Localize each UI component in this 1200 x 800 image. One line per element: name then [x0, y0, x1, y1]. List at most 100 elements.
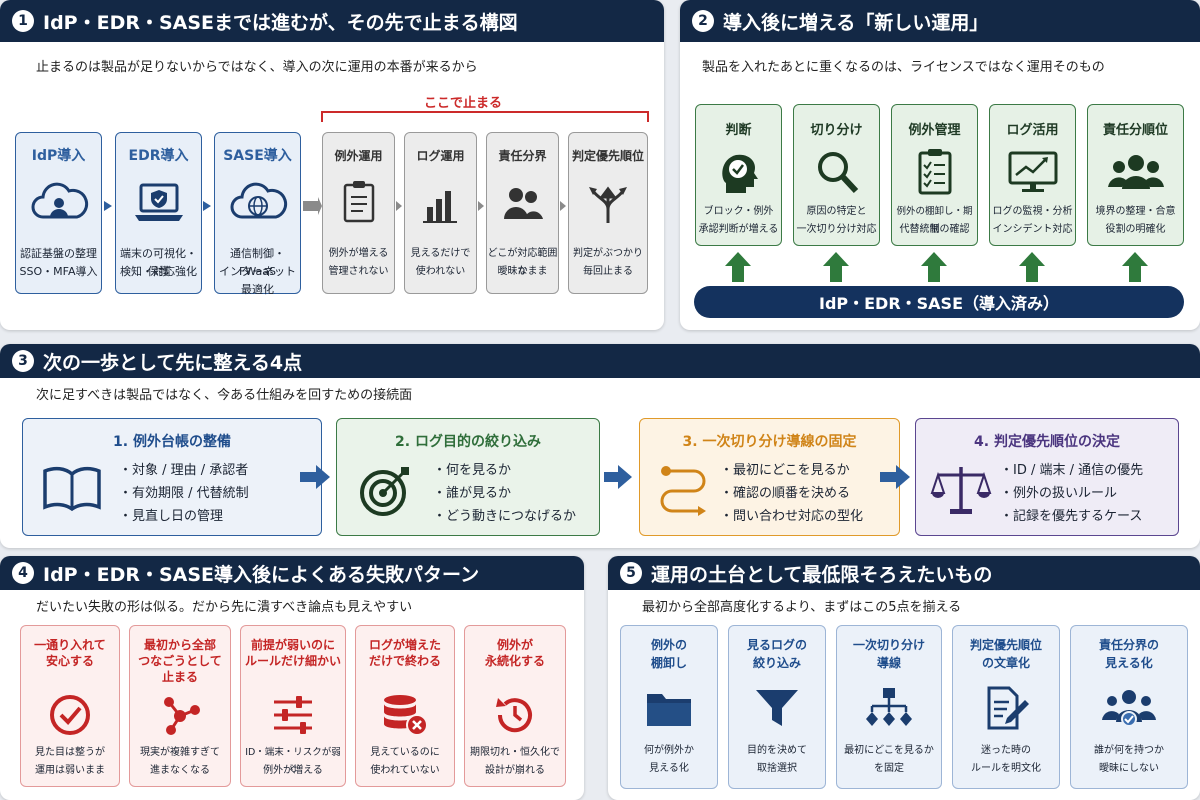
panel-1-subtitle: 止まるのは製品が足りないからではなく、導入の次に運用の本番が来るから — [36, 60, 478, 75]
checklist-icon — [918, 149, 951, 195]
failure-card-desc-2: 進まなくなる — [150, 765, 210, 776]
judgement-desc-1: ブロック・例外 — [703, 206, 774, 217]
failure-card-title-2: 安心する — [45, 654, 94, 668]
list-item: 誰が見るか — [433, 482, 576, 505]
folder-icon — [647, 694, 691, 726]
target-icon — [360, 467, 409, 516]
foundation-card-desc-1: 最初にどこを見るか — [844, 745, 934, 756]
exception-ops-box: 例外運用 例外が増える 管理されない — [322, 132, 395, 294]
failure-card: 例外が 永続化する 期限切れ・恒久化で 設計が崩れる — [464, 625, 566, 787]
log-ops-title: ログ運用 — [416, 149, 465, 163]
foundation-card-title-2: 導線 — [876, 656, 901, 670]
list-item: 見直し日の管理 — [119, 505, 249, 528]
arrow-up-icon — [921, 252, 947, 282]
log-ops-box: ログ運用 見えるだけで 使われない — [404, 132, 477, 294]
sase-title: SASE導入 — [223, 148, 292, 164]
arrow-right-icon — [303, 197, 322, 215]
list-item: 例外の扱いルール — [1000, 482, 1143, 505]
judgement-box: 判断 ブロック・例外 承認判断が増える — [695, 104, 782, 246]
funnel-icon — [756, 690, 798, 726]
scales-icon — [930, 467, 992, 514]
judgement-title: 判断 — [725, 123, 752, 138]
arrow-right-icon — [478, 201, 484, 211]
isolation-box: 切り分け 原因の特定と 一次切り分け対応 — [793, 104, 880, 246]
responsibility-order-box: 責任分順位 境界の整理・合意 役割の明確化 — [1087, 104, 1184, 246]
foundation-card-title-2: 絞り込み — [752, 656, 801, 670]
path-icon — [660, 466, 706, 516]
arrow-right-icon — [396, 201, 402, 211]
clipboard-icon — [343, 181, 374, 223]
arrow-right-icon — [560, 201, 566, 211]
clock-refresh-icon — [496, 698, 532, 733]
arrow-right-icon — [604, 465, 632, 489]
stop-label: ここで止まる — [424, 96, 503, 111]
failure-card-desc-2: 使われていない — [370, 765, 440, 776]
failure-card-title-1: 一通り入れて — [34, 638, 106, 652]
panel-3-title: 次の一歩として先に整える4点 — [43, 351, 303, 374]
foundation-card: 一次切り分け 導線 最初にどこを見るか を固定 — [836, 625, 942, 789]
list-item: 何を見るか — [433, 459, 576, 482]
foundation-card-title-1: 判定優先順位 — [969, 638, 1042, 652]
panel-5-subtitle: 最初から全部高度化するより、まずはこの5点を揃える — [642, 600, 962, 615]
idp-desc-1: 認証基盤の整理 — [20, 247, 97, 260]
failure-card: ログが増えた だけで終わる 見えているのに 使われていない — [355, 625, 455, 787]
section-number: 5 — [620, 562, 642, 584]
sase-box: SASE導入 通信制御・FWaaS インターネット最適化 — [214, 132, 301, 296]
failure-card-desc-1: 現実が複雑すぎて — [140, 747, 220, 758]
sase-desc-2: インターネット最適化 — [219, 265, 296, 296]
foundation-card-title-1: 責任分界の — [1098, 638, 1159, 652]
exception-mgmt-desc-1: 例外の棚卸し・期限 — [896, 206, 973, 235]
card-judgement-priority-title: 4. 判定優先順位の決定 — [974, 434, 1120, 450]
foundation-card: 責任分界の 見える化 誰が何を持つか 曖昧にしない — [1070, 625, 1188, 789]
failure-card-title-2: だけで終わる — [368, 654, 441, 668]
responsibility-order-title: 責任分順位 — [1102, 123, 1168, 138]
edr-title: EDR導入 — [128, 148, 189, 164]
log-use-desc-1: ログの監視・分析 — [992, 206, 1073, 217]
log-ops-desc-2: 使われない — [415, 266, 466, 277]
responsibility-box: 責任分界 どこが対応範囲か 曖昧なまま — [486, 132, 559, 294]
foundation-card-desc-2: 見える化 — [649, 763, 689, 774]
failure-card-title-1: 最初から全部 — [143, 638, 216, 652]
foundation-card-desc-2: を固定 — [874, 763, 904, 774]
failure-card-desc-1: 見た目は整うが — [35, 747, 105, 758]
panel-1-title: IdP・EDR・SASEまでは進むが、その先で止まる構図 — [43, 11, 518, 34]
idp-title: IdP導入 — [31, 148, 86, 164]
list-item: どう動きにつなげるか — [433, 505, 576, 528]
laptop-shield-icon — [134, 183, 183, 221]
arrow-right-icon — [880, 465, 910, 489]
responsibility-order-desc-1: 境界の整理・合意 — [1095, 206, 1176, 217]
isolation-desc-2: 一次切り分け対応 — [796, 224, 877, 235]
failure-card-title-1: 例外が — [496, 638, 533, 652]
failure-card-title-2: つなごうとして — [138, 654, 222, 668]
judgement-desc-2: 承認判断が増える — [698, 224, 779, 235]
deployed-base-label: IdP・EDR・SASE（導入済み） — [818, 294, 1060, 313]
isolation-desc-1: 原因の特定と — [806, 206, 867, 217]
exception-ops-desc-1: 例外が増える — [328, 248, 389, 259]
section-number: 4 — [12, 562, 34, 584]
panel-4-header: 4 IdP・EDR・SASE導入後によくある失敗パターン — [0, 556, 584, 590]
failure-card-title-2: ルールだけ細かい — [244, 654, 341, 668]
failure-card-title-1: ログが増えた — [368, 638, 441, 652]
log-ops-desc-1: 見えるだけで — [410, 248, 471, 259]
people-icon — [503, 188, 543, 219]
list-item: 問い合わせ対応の型化 — [720, 505, 863, 528]
card-exception-ledger-title: 1. 例外台帳の整備 — [113, 434, 231, 450]
failure-card-title-2: 永続化する — [484, 654, 545, 668]
list-item: 記録を優先するケース — [1000, 505, 1143, 528]
failure-card-title-3: 止まる — [161, 670, 198, 684]
card-log-purpose-list: 何を見るか 誰が見るか どう動きにつなげるか — [433, 459, 576, 528]
log-use-title: ログ活用 — [1006, 123, 1059, 138]
foundation-card-title-2: 棚卸し — [650, 656, 687, 670]
network-icon — [164, 697, 200, 735]
list-item: 確認の順番を決める — [720, 482, 863, 505]
foundation-card-desc-1: 目的を決めて — [747, 745, 807, 756]
document-pen-icon — [987, 686, 1029, 730]
panel-4-title: IdP・EDR・SASE導入後によくある失敗パターン — [43, 563, 480, 586]
failure-card: 最初から全部 つなごうとして 止まる 現実が複雑すぎて 進まなくなる — [129, 625, 231, 787]
foundation-card: 判定優先順位 の文章化 迷った時の ルールを明文化 — [952, 625, 1060, 789]
card-judgement-priority: 4. 判定優先順位の決定 ID / 端末 / 通信の優先 例外の扱いルール 記録… — [915, 418, 1179, 536]
